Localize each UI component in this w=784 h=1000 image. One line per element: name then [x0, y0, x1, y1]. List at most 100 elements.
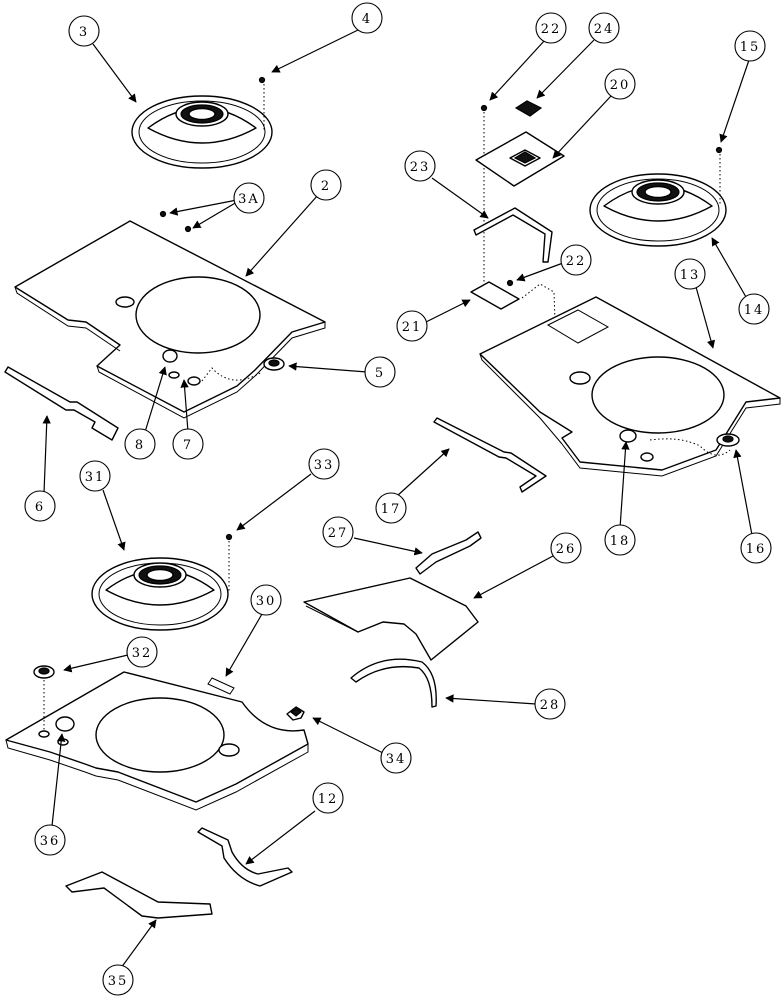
- part-34-latch: [286, 706, 305, 721]
- part-5-grommet: [263, 357, 285, 371]
- callout-7: 7: [172, 428, 204, 460]
- leader-7: [180, 379, 189, 433]
- part-30-floor-plate: [5, 671, 309, 811]
- leader-15: [719, 59, 750, 143]
- leader-arrows: [42, 29, 753, 969]
- part-4-screw: [258, 76, 266, 130]
- callout-8-label: 8: [135, 438, 145, 453]
- callout-24: 24: [588, 12, 620, 44]
- part-20-access-cover: [475, 131, 565, 187]
- callout-26-label: 26: [556, 542, 577, 557]
- part-2-floor-plate: [14, 220, 326, 419]
- leader-6: [42, 415, 51, 494]
- callout-22-upper: 22: [535, 12, 567, 44]
- callout-22-lower: 22: [560, 244, 592, 276]
- leader-2: [245, 194, 319, 277]
- leader-31: [102, 489, 126, 551]
- part-24-latch: [514, 100, 543, 117]
- callout-14: 14: [738, 293, 770, 325]
- leader-20: [552, 95, 612, 159]
- leader-26: [473, 555, 554, 599]
- leader-18: [619, 441, 630, 529]
- callout-26: 26: [550, 532, 582, 564]
- leader-12: [245, 810, 316, 865]
- leader-17: [396, 448, 450, 497]
- leader-5: [288, 362, 368, 373]
- callout-12: 12: [312, 782, 344, 814]
- leader-27: [353, 537, 423, 556]
- leader-28: [445, 694, 537, 705]
- part-27-bracket: [415, 531, 482, 575]
- leader-24: [536, 39, 595, 99]
- callout-36-label: 36: [40, 834, 61, 849]
- part-23-seal: [473, 207, 553, 263]
- callout-28-label: 28: [540, 698, 561, 713]
- callout-7-label: 7: [183, 438, 193, 453]
- part-6-strip: [4, 366, 119, 441]
- leader-35: [120, 919, 157, 969]
- part-17-strip: [433, 417, 547, 493]
- part-35-strip: [65, 871, 213, 919]
- callout-17: 17: [375, 492, 407, 524]
- callout-2: 2: [310, 169, 342, 201]
- part-28-seal: [350, 658, 437, 708]
- callout-22-lower-label: 22: [566, 254, 587, 269]
- leader-34: [312, 717, 384, 754]
- callout-30-label: 30: [256, 594, 277, 609]
- part-12-strip: [197, 827, 293, 887]
- part-16-grommet: [716, 433, 740, 447]
- part-22-screw-upper: [480, 104, 488, 290]
- part-26-panel: [303, 577, 479, 661]
- callout-6: 6: [24, 490, 56, 522]
- leader-22-lower: [516, 262, 564, 282]
- callout-28: 28: [534, 688, 566, 720]
- callout-18: 18: [604, 524, 636, 556]
- callout-34-label: 34: [386, 752, 407, 767]
- callout-24-label: 24: [594, 22, 615, 37]
- callout-12-label: 12: [318, 792, 339, 807]
- callout-2-label: 2: [321, 179, 331, 194]
- callout-30: 30: [250, 584, 282, 616]
- leader-30: [225, 613, 263, 677]
- callout-4-label: 4: [362, 12, 372, 27]
- leader-14: [711, 237, 747, 298]
- callout-18-label: 18: [610, 534, 631, 549]
- part-22-screw-lower: [506, 279, 514, 287]
- leader-3a-2: [192, 201, 238, 229]
- callout-21: 21: [396, 310, 428, 342]
- callout-16: 16: [740, 532, 772, 564]
- callout-15-label: 15: [740, 40, 761, 55]
- leader-23: [431, 177, 489, 219]
- leader-32: [63, 654, 129, 673]
- callout-32: 32: [126, 636, 158, 668]
- callout-3a-label: 3A: [238, 192, 260, 207]
- part-3a-fasteners: [159, 210, 192, 233]
- callout-31: 31: [79, 460, 111, 492]
- callout-23-label: 23: [410, 160, 431, 175]
- callout-20-label: 20: [610, 78, 631, 93]
- callout-5: 5: [364, 356, 396, 388]
- part-14-dome-cover: [589, 173, 727, 247]
- callout-32-label: 32: [132, 646, 153, 661]
- callout-16-label: 16: [746, 542, 767, 557]
- leader-16: [733, 449, 753, 536]
- callout-14-label: 14: [744, 303, 765, 318]
- leader-33: [236, 473, 312, 531]
- callout-33-label: 33: [314, 458, 335, 473]
- leader-8: [144, 366, 167, 433]
- callout-27-label: 27: [328, 526, 349, 541]
- part-32-grommet: [33, 665, 55, 679]
- callout-8: 8: [124, 428, 156, 460]
- callout-33: 33: [308, 448, 340, 480]
- leader-3a-1: [169, 199, 238, 216]
- callout-31-label: 31: [85, 470, 106, 485]
- callout-3a: 3A: [233, 182, 265, 214]
- callout-23: 23: [404, 150, 436, 182]
- callout-3-label: 3: [79, 25, 89, 40]
- callout-35-label: 35: [108, 974, 129, 989]
- leader-21: [425, 299, 471, 323]
- callout-20: 20: [604, 68, 636, 100]
- leader-13: [695, 286, 716, 349]
- part-3-dome-cover: [131, 95, 273, 169]
